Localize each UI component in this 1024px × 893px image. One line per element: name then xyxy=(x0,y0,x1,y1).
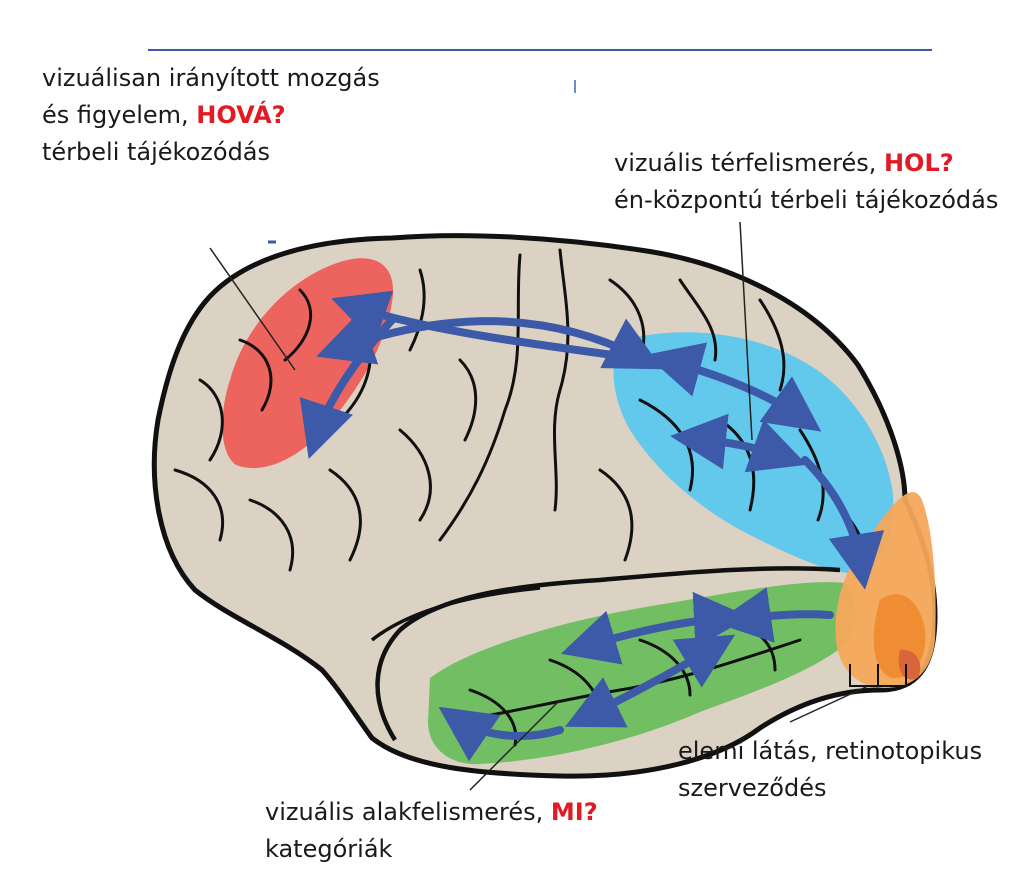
label-mi-pathway: vizuális alakfelismerés, MI? kategóriák xyxy=(265,794,598,868)
label-elemi-latas: elemi látás, retinotopikus szerveződés xyxy=(678,733,982,807)
leader-lines xyxy=(209,221,869,791)
temporal-lobe-outline xyxy=(375,566,841,742)
label-where-line2-text: és figyelem, xyxy=(42,101,197,129)
label-elemi-line2: szerveződés xyxy=(678,774,827,802)
label-hol-line1-text: vizuális térfelismerés, xyxy=(614,149,884,177)
retinotopic-bracket xyxy=(849,664,907,687)
question-mi: MI? xyxy=(550,798,598,826)
occipital-tip xyxy=(898,649,921,680)
label-hol-line2: én-központú térbeli tájékozódás xyxy=(614,186,999,214)
label-mi-line2: kategóriák xyxy=(265,835,393,863)
label-elemi-line1: elemi látás, retinotopikus xyxy=(678,737,983,765)
label-mi-line1-text: vizuális alakfelismerés, xyxy=(265,798,551,826)
label-hol-line1: vizuális térfelismerés, HOL? xyxy=(614,145,998,182)
question-hova: HOVÁ? xyxy=(196,101,286,129)
label-where-line1: vizuálisan irányított mozgás xyxy=(42,64,380,92)
label-where-pathway: vizuálisan irányított mozgás és figyelem… xyxy=(42,60,380,171)
label-hol-pathway: vizuális térfelismerés, HOL? én-központú… xyxy=(614,145,998,219)
label-mi-line1: vizuális alakfelismerés, MI? xyxy=(265,794,598,831)
label-where-line3: térbeli tájékozódás xyxy=(42,138,271,166)
lateral-fissure xyxy=(370,586,541,642)
question-hol: HOL? xyxy=(883,149,954,177)
pathway-arrows xyxy=(299,290,885,762)
label-where-line2: és figyelem, HOVÁ? xyxy=(42,97,380,134)
